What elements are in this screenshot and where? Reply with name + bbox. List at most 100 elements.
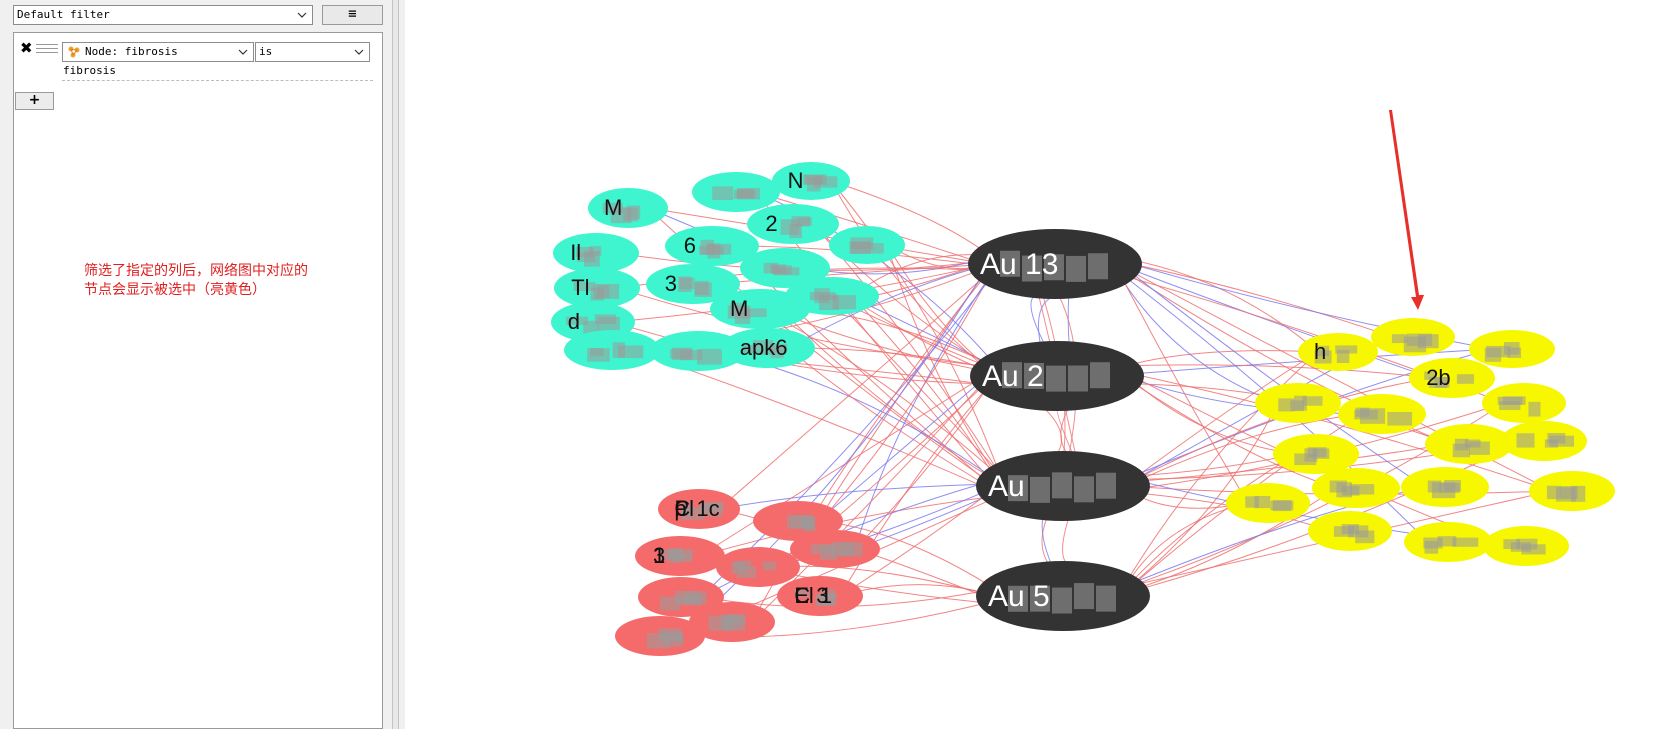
pixelated-label	[1002, 362, 1022, 389]
pixelated-label	[762, 561, 777, 571]
pixelated-label	[1336, 349, 1350, 363]
pixelated-label	[694, 280, 709, 295]
operator-select[interactable]: is	[255, 42, 370, 62]
yellow-node-label: 2b	[1426, 365, 1450, 390]
yellow-node	[1501, 421, 1587, 461]
edge	[612, 321, 998, 385]
pixelated-label	[720, 614, 739, 630]
filter-select[interactable]: Default filter	[13, 5, 313, 25]
pixelated-label	[566, 316, 588, 325]
pixelated-label	[1469, 441, 1490, 455]
pixelated-label	[870, 243, 884, 254]
pixelated-label	[584, 250, 600, 267]
coral-node	[716, 547, 800, 587]
filter-value-text: fibrosis	[63, 64, 116, 77]
pixelated-label	[672, 347, 692, 361]
node-column-icon	[68, 46, 80, 58]
edge	[1122, 351, 1319, 488]
edge	[854, 372, 998, 550]
pixelated-label	[794, 588, 810, 598]
pixelated-label	[1022, 255, 1042, 282]
pixelated-label	[1333, 526, 1354, 537]
pixelated-label	[1304, 448, 1318, 462]
filter-menu-button[interactable]: ≡	[322, 5, 383, 25]
drag-handle-icon[interactable]	[36, 44, 58, 53]
pixelated-label	[700, 239, 714, 255]
coral-node-label: El 1	[794, 583, 832, 608]
pixelated-label	[1024, 362, 1044, 389]
pixelated-label	[1254, 495, 1271, 509]
yellow-node-shape	[1501, 421, 1587, 461]
edge	[679, 253, 996, 637]
filter-value-input[interactable]: fibrosis	[62, 63, 373, 81]
teal-node-label: 6	[684, 233, 696, 258]
pixelated-label	[1547, 433, 1566, 444]
teal-node	[564, 330, 660, 370]
filter-select-value: Default filter	[17, 8, 110, 21]
pixelated-label	[1555, 487, 1576, 502]
pixelated-label	[1090, 362, 1110, 389]
coral-node-shape	[716, 547, 800, 587]
column-select[interactable]: Node: fibrosis	[62, 42, 254, 62]
teal-node-label: Tl	[571, 275, 589, 300]
teal-node-label: Il	[570, 240, 581, 265]
pixelated-label	[1245, 496, 1259, 508]
yellow-node-label: h	[1314, 339, 1326, 364]
coral-node-label: Pl	[674, 496, 694, 521]
pixelated-label	[819, 545, 838, 560]
pixelated-label	[1302, 396, 1323, 406]
pixelated-label	[1030, 476, 1050, 503]
pixelated-label	[1000, 250, 1020, 277]
hamburger-icon: ≡	[348, 6, 357, 22]
pixelated-label	[1074, 476, 1094, 503]
add-condition-button[interactable]: +	[15, 92, 54, 110]
edge	[817, 366, 998, 522]
pixelated-label	[1456, 374, 1475, 384]
pixelated-label	[804, 175, 823, 185]
edge	[1122, 351, 1319, 588]
remove-condition-button[interactable]: ✖	[20, 40, 33, 56]
hub-node-label: Au 13	[980, 248, 1058, 281]
hub-node-label: Au 5	[988, 580, 1050, 613]
edge	[712, 263, 996, 285]
edge	[718, 483, 1004, 510]
pixelated-label	[1052, 472, 1072, 499]
pixelated-label	[1335, 345, 1358, 354]
teal-node-label: M	[730, 296, 748, 321]
pixelated-label	[1403, 336, 1427, 353]
pixelated-label	[1272, 500, 1292, 512]
pixelated-label	[602, 202, 623, 214]
pixelated-label	[1528, 401, 1541, 417]
edge	[1116, 364, 1433, 379]
pixelated-label	[745, 308, 767, 318]
coral-node-label: p	[674, 496, 686, 521]
pixelated-label	[817, 593, 837, 606]
close-icon: ✖	[20, 39, 33, 57]
pixelated-label	[734, 560, 751, 570]
pixelated-label	[770, 346, 784, 359]
yellow-node-shape	[1409, 358, 1495, 398]
operator-select-value: is	[259, 45, 273, 58]
edge	[1122, 413, 1363, 489]
pixelated-label	[679, 277, 695, 290]
pixelated-label	[573, 282, 596, 291]
pixelated-label	[658, 632, 684, 643]
pixelated-label	[593, 283, 620, 299]
pixelated-label	[1046, 365, 1066, 392]
pixelated-label	[1074, 583, 1094, 610]
pixelated-label	[597, 316, 620, 333]
annotation-line-2: 节点会显示被选中（亮黄色）	[84, 282, 266, 298]
pixelated-label	[849, 241, 871, 254]
coral-node-label: 3	[653, 543, 665, 568]
pixelated-label	[1052, 587, 1072, 614]
pixelated-label	[791, 216, 811, 227]
pixelated-label	[813, 176, 838, 188]
pixelated-label	[736, 565, 757, 578]
edge	[1114, 256, 1319, 353]
chevron-down-icon	[297, 12, 307, 18]
pixelated-label	[623, 207, 638, 222]
panel-splitter[interactable]	[392, 0, 399, 729]
edge	[1122, 402, 1279, 593]
